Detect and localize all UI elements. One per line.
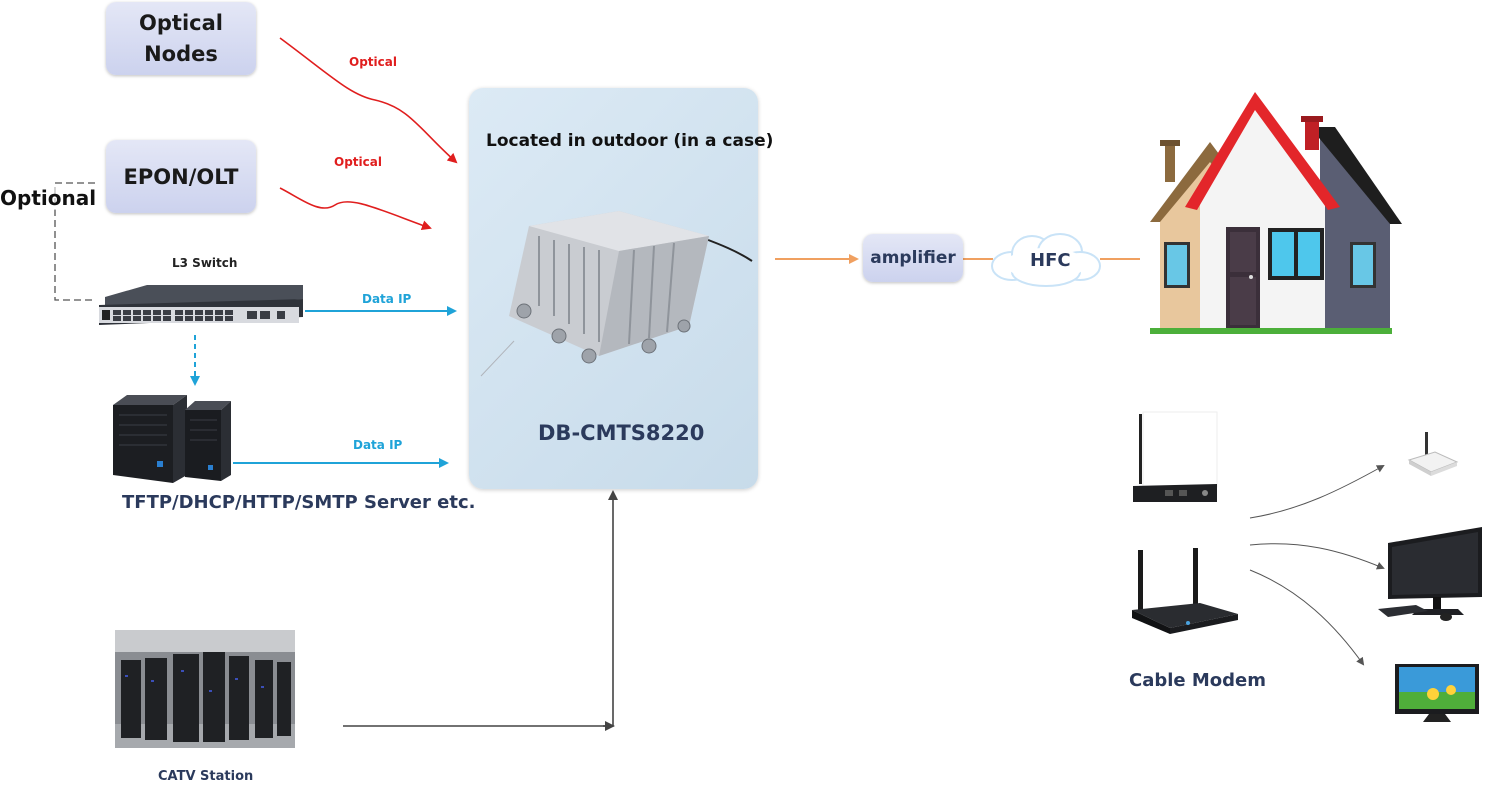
hfc-label: HFC xyxy=(1030,250,1071,271)
optional-bracket xyxy=(54,182,95,301)
optical-link-label-1: Optical xyxy=(349,55,397,69)
amplifier-box: amplifier xyxy=(863,234,963,282)
modem-to-pc-link xyxy=(1249,543,1385,570)
cmts-model-label: DB-CMTS8220 xyxy=(538,421,705,445)
optional-label: Optional xyxy=(0,186,97,210)
epon-olt-label: EPON/OLT xyxy=(123,164,239,189)
catv-link xyxy=(343,490,618,727)
pc-monitor-icon xyxy=(1378,527,1482,621)
house-icon xyxy=(1150,92,1402,334)
data-ip-label-2: Data IP xyxy=(353,438,403,452)
l3-switch-icon xyxy=(99,285,303,325)
cable-modem-label: Cable Modem xyxy=(1129,670,1267,691)
catv-station-label: CATV Station xyxy=(158,769,254,784)
epon-olt-box: EPON/OLT xyxy=(106,140,256,213)
modem-to-router-link xyxy=(1249,465,1385,519)
optical-nodes-box: Optical Nodes xyxy=(106,2,256,75)
server-label: TFTP/DHCP/HTTP/SMTP Server etc. xyxy=(122,492,476,513)
tv-icon xyxy=(1395,664,1479,722)
optical-link-epon xyxy=(279,187,432,230)
modem-to-tv-link xyxy=(1249,569,1365,666)
server-icon xyxy=(113,395,231,483)
l3-switch-label: L3 Switch xyxy=(172,256,238,270)
hfc-cloud-icon xyxy=(991,233,1101,287)
amplifier-label: amplifier xyxy=(870,248,956,268)
optical-link-label-2: Optical xyxy=(334,155,382,169)
wifi-modem-icon xyxy=(1132,548,1238,634)
cmts-location-label: Located in outdoor (in a case) xyxy=(486,131,774,151)
catv-station-icon xyxy=(115,630,295,748)
cmts-device-icon xyxy=(480,211,753,377)
cable-modem-icon xyxy=(1133,411,1218,502)
optical-nodes-label: Optical Nodes xyxy=(139,10,223,66)
cmts-panel: Located in outdoor (in a case) DB-CMTS82… xyxy=(469,88,773,489)
data-ip-label-1: Data IP xyxy=(362,292,412,306)
router-icon xyxy=(1407,432,1459,476)
optical-link-nodes xyxy=(279,37,458,164)
